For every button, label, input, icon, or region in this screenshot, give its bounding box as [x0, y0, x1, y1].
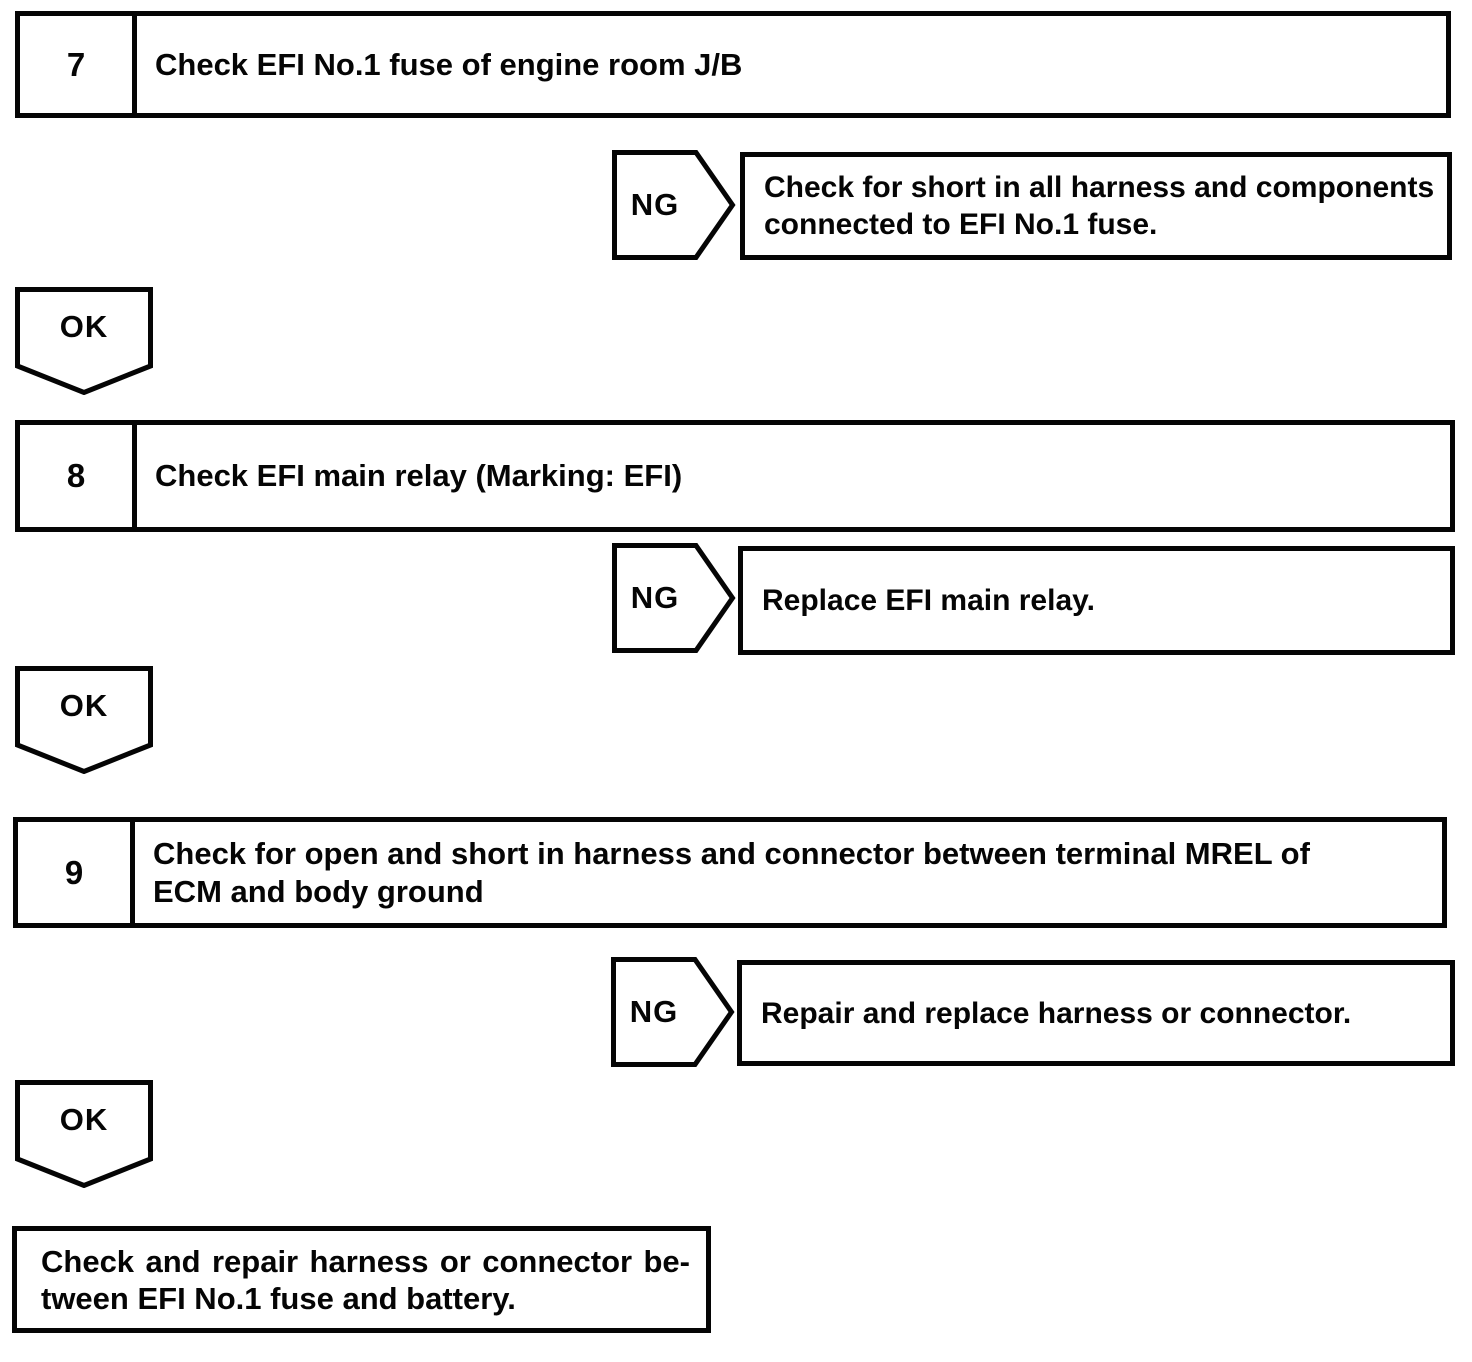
ng-label: NG [630, 187, 680, 222]
step-box-9: 9 Check for open and short in harness an… [13, 817, 1447, 928]
ng-label: NG [630, 580, 680, 615]
step-title-line: Check EFI main relay (Marking: EFI) [155, 458, 683, 493]
step-title: Check for open and short in harness and … [135, 822, 1442, 923]
step-number: 9 [64, 853, 84, 891]
step-title: Check EFI No.1 fuse of engine room J/B [137, 16, 1446, 113]
ok-pentagon-icon [15, 287, 153, 395]
step-number-cell: 7 [20, 16, 137, 113]
ng-result-line: Repair and replace harness or connector. [761, 996, 1352, 1030]
ok-pentagon-icon [15, 1080, 153, 1188]
ng-result-box: Repair and replace harness or connector. [737, 960, 1455, 1066]
ng-pentagon-icon [612, 150, 736, 260]
ok-arrow: OK [15, 666, 153, 774]
ok-label: OK [59, 309, 109, 344]
final-action-line: Check and repair harness or connector be… [41, 1243, 690, 1279]
ng-arrow: NG [611, 957, 735, 1067]
ok-label: OK [59, 1102, 109, 1137]
step-title-line: Check EFI No.1 fuse of engine room J/B [155, 46, 743, 82]
ok-label: OK [59, 688, 109, 723]
step-number: 7 [66, 45, 86, 83]
step-number-cell: 8 [20, 425, 137, 527]
step-number-cell: 9 [18, 822, 135, 923]
ng-label: NG [629, 994, 679, 1029]
ng-arrow: NG [612, 150, 736, 260]
step-title-line: ECM and body ground [153, 873, 484, 909]
final-action-line: tween EFI No.1 fuse and battery. [41, 1280, 516, 1316]
ng-result-box: Replace EFI main relay. [738, 546, 1455, 655]
ng-result-line: connected to EFI No.1 fuse. [764, 208, 1158, 241]
ng-result-line: Check for short in all harness and compo… [764, 171, 1435, 204]
ok-pentagon-icon [15, 666, 153, 774]
step-title: Check EFI main relay (Marking: EFI) [137, 425, 1450, 527]
step-title-line: Check for open and short in harness and … [153, 835, 1310, 871]
ng-result-line: Replace EFI main relay. [762, 584, 1095, 617]
step-box-7: 7 Check EFI No.1 fuse of engine room J/B [15, 11, 1451, 118]
final-action-box: Check and repair harness or connector be… [12, 1226, 711, 1333]
ng-pentagon-icon [611, 957, 735, 1067]
ok-arrow: OK [15, 287, 153, 395]
step-number: 8 [66, 457, 86, 494]
ok-arrow: OK [15, 1080, 153, 1188]
step-box-8: 8 Check EFI main relay (Marking: EFI) [15, 420, 1455, 532]
ng-result-box: Check for short in all harness and compo… [740, 152, 1452, 260]
ng-pentagon-icon [612, 543, 736, 653]
ng-arrow: NG [612, 543, 736, 653]
